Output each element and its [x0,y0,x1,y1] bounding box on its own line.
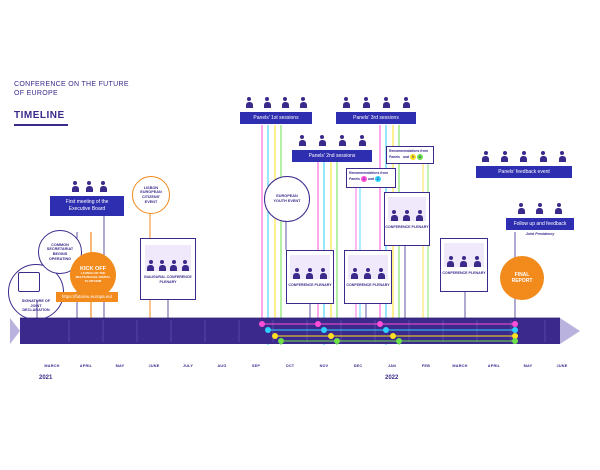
joint-presidency-label: Joint Presidency [525,232,555,236]
timeline-tail [10,318,20,344]
track-badges [259,321,518,344]
final-report: FINAL REPORT [500,256,544,300]
panels-feedback-event: Panels' feedback event [476,166,572,178]
exec-board-event: First meeting of the Executive Board [50,196,124,216]
recommendations-2: Recommendations from Panels and 3 4 [386,146,434,164]
recommendations-1: Recommendations from Panels 1 and 2 [346,168,396,188]
panels-3rd-sessions: Panels' 3rd sessions [336,112,416,124]
audience-illustration [348,255,388,279]
month-label: OCT [285,364,295,368]
kickoff-title: KICK OFF [80,266,106,273]
panel3-people-icon [336,90,416,108]
heading-underline [14,124,68,126]
feedback-people-icon [476,146,572,162]
lisbon-event: LISBON EUROPEAN CITIZENS' EVENT [132,176,170,214]
inaugural-plenary-card: INAUGURAL CONFERENCE PLENARY [140,238,196,300]
timeline-arrowhead [560,318,580,344]
panels-2nd-sessions: Panels' 2nd sessions [292,150,372,162]
audience-illustration [444,243,484,267]
platform-link[interactable]: https://futureu.europa.eu/ [56,292,118,302]
inaugural-label: INAUGURAL CONFERENCE PLENARY [144,275,192,284]
exec-board-label: First meeting of the Executive Board [65,199,109,212]
exec-board-people-icon [68,178,110,192]
plenary-2-label: CONFERENCE PLENARY [346,283,390,287]
rec2-and: and [402,154,409,159]
audience-illustration [290,255,330,279]
rec1-text: Recommendations from Panels [349,171,388,181]
badge-4: 4 [416,153,423,160]
month-label: MARCH [452,364,468,368]
month-label: FEB [421,364,431,368]
plenary-4-label: CONFERENCE PLENARY [442,271,486,275]
rec1-and: and [367,176,374,181]
conference-plenary-card-3: CONFERENCE PLENARY [384,192,430,246]
conference-plenary-card-1: CONFERENCE PLENARY [286,250,334,304]
youth-label: EUROPEAN YOUTH EVENT [273,194,301,203]
badge-3: 3 [409,153,416,160]
year-label-2021: 2021 [39,375,53,381]
conference-plenary-card-4: CONFERENCE PLENARY [440,238,488,292]
month-label: MAY [523,364,533,368]
month-label: AUG [217,364,227,368]
plenary-1-label: CONFERENCE PLENARY [288,283,332,287]
kickoff-event: KICK OFF LAUNCH OF THE MULTILINGUAL DIGI… [70,252,116,298]
plenary-3-label: CONFERENCE PLENARY [385,225,429,229]
rec2-text: Recommendations from Panels [389,149,428,159]
audience-illustration [145,245,191,271]
month-label: APRIL [487,364,501,368]
followup-people-icon [512,200,568,214]
panel2-people-icon [292,128,372,146]
month-label: SEP [251,364,261,368]
month-label: MARCH [44,364,60,368]
final-report-label: FINAL REPORT [511,272,533,284]
badge-1: 1 [360,175,367,182]
follow-up-feedback: Follow up and feedback [506,218,574,230]
year-label-2022: 2022 [385,375,399,381]
lisbon-label: LISBON EUROPEAN CITIZENS' EVENT [140,185,162,204]
badge-2: 2 [374,175,381,182]
panel1-people-icon [240,90,312,108]
secretariat-label: COMMON SECRETARIAT BEGINS OPERATING [46,242,74,261]
youth-event: EUROPEAN YOUTH EVENT [264,176,310,222]
month-label: APRIL [79,364,93,368]
month-label: JAN [387,364,397,368]
panels-1st-sessions: Panels' 1st sessions [240,112,312,124]
timeline-bar [20,318,560,344]
signature-label: SIGNATURE OF JOINT DECLARATION [21,299,51,313]
month-label: MAY [115,364,125,368]
timeline-heading: TIMELINE [14,110,65,121]
kickoff-text: LAUNCH OF THE MULTILINGUAL DIGITAL PLATF… [75,271,111,283]
month-label: JUNE [148,364,160,368]
audience-illustration [388,197,426,221]
conference-plenary-card-2: CONFERENCE PLENARY [344,250,392,304]
month-label: NOV [319,364,329,368]
month-label: JUNE [556,364,568,368]
conference-title: CONFERENCE ON THE FUTURE OF EUROPE [14,81,129,97]
month-label: JULY [182,364,194,368]
month-label: DEC [353,364,363,368]
